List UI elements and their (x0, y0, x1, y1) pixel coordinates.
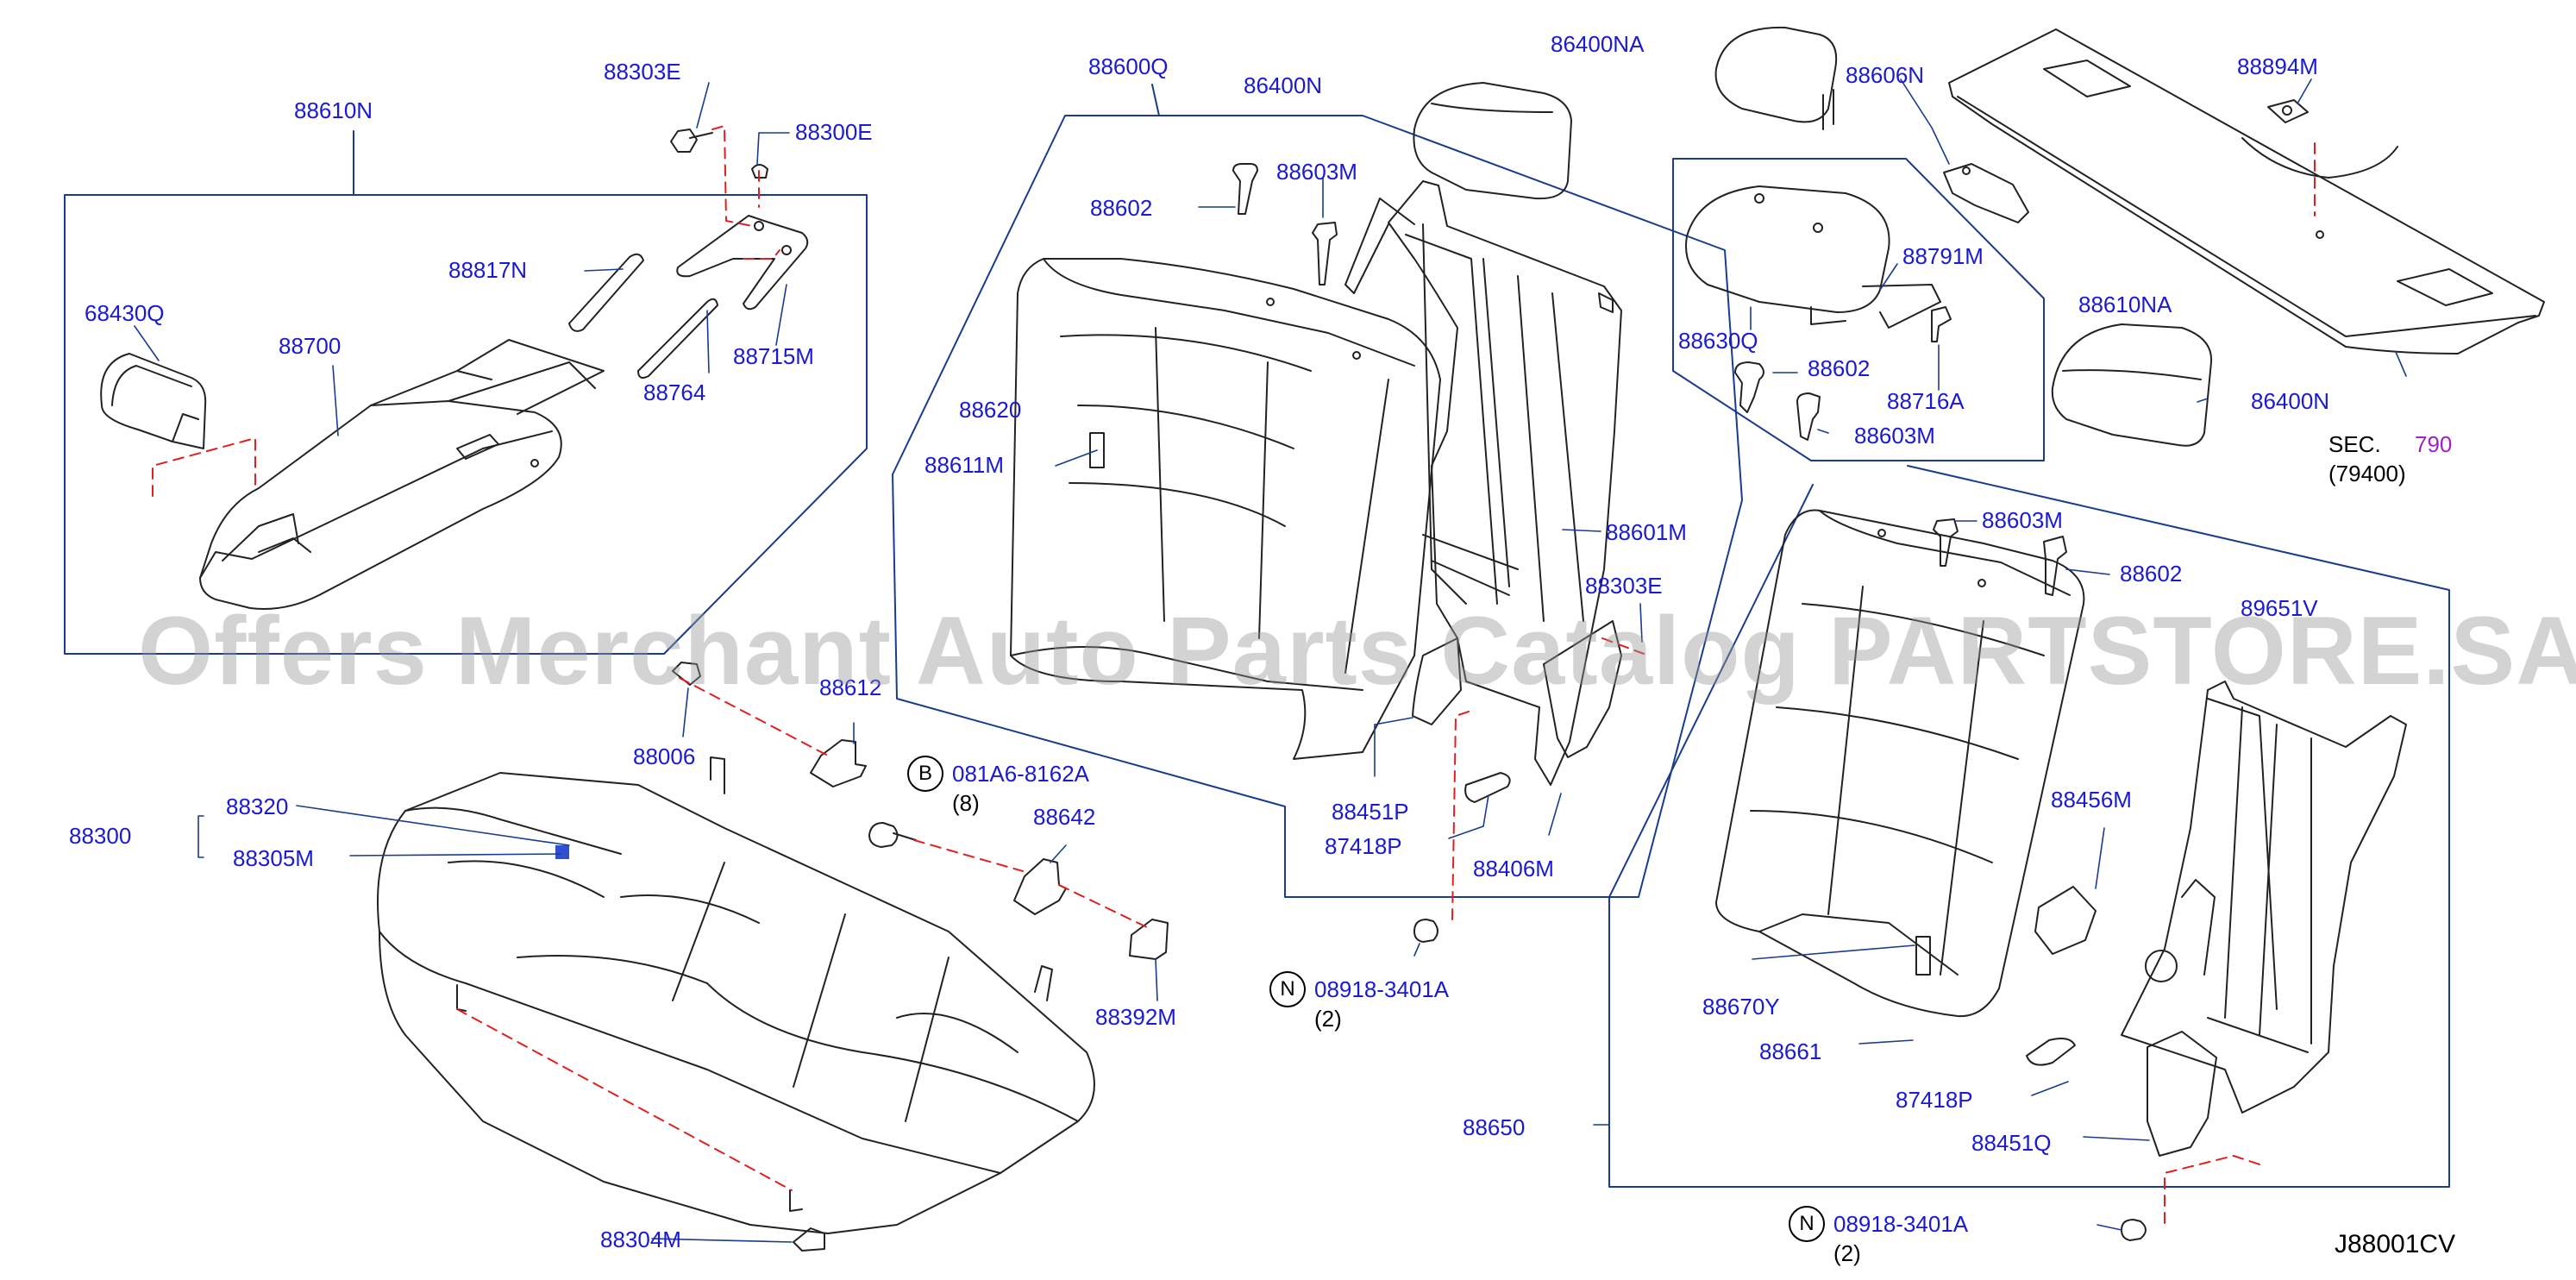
label-87418P-b: 87418P (1896, 1087, 1973, 1113)
label-08918-3401A-b: 08918-3401A (1833, 1211, 1969, 1237)
label-88700: 88700 (279, 333, 342, 359)
bolt-b-marker: B (907, 756, 943, 792)
label-sec-sub: (79400) (2328, 461, 2406, 486)
label-88670Y: 88670Y (1702, 994, 1780, 1020)
armrest-group-frame (64, 130, 868, 655)
label-88817N: 88817N (448, 257, 528, 283)
label-88320: 88320 (226, 794, 289, 819)
diagram-code: J88001CV (2335, 1230, 2456, 1258)
nut-n-marker-a: N (1269, 971, 1306, 1007)
label-88303E-top: 88303E (604, 59, 681, 85)
label-68430Q: 68430Q (85, 300, 165, 326)
label-88630Q: 88630Q (1678, 328, 1758, 354)
label-88603M-b: 88603M (1854, 423, 1935, 449)
label-081A6-8162A: 081A6-8162A (952, 761, 1090, 787)
label-sec: SEC. (2328, 431, 2381, 457)
label-88006: 88006 (633, 744, 696, 769)
label-88642: 88642 (1033, 804, 1096, 830)
armrest-body-part (199, 339, 605, 610)
label-87418P-a: 87418P (1325, 833, 1402, 859)
label-88600Q: 88600Q (1088, 53, 1169, 79)
label-88456M: 88456M (2051, 787, 2132, 813)
seat-back-lower-parts (1412, 620, 1622, 943)
headrest-86400N-right (2051, 323, 2213, 447)
label-n-qty-a: (2) (1314, 1006, 1342, 1032)
center-headrest-guide (1943, 163, 2029, 223)
label-88716A: 88716A (1887, 388, 1965, 414)
label-88602-b: 88602 (1808, 355, 1871, 381)
parcel-shelf-leaders (2297, 78, 2407, 377)
label-88305M: 88305M (233, 845, 314, 871)
label-88602-a: 88602 (1090, 195, 1153, 221)
seat-back-group-frame (892, 84, 1743, 898)
label-86400NA: 86400NA (1551, 31, 1645, 57)
center-headrest-part (1685, 185, 1941, 329)
seat-cushion-part (377, 756, 1095, 1234)
center-headrest-leaders (1750, 78, 2209, 434)
parcel-shelf-part (1948, 28, 2545, 355)
right-back-dashed-links (2164, 1155, 2260, 1224)
headrest-86400NA (1714, 26, 1838, 130)
label-88764: 88764 (643, 380, 706, 405)
label-89651V: 89651V (2241, 595, 2318, 621)
right-back-clips (1933, 518, 2067, 596)
seat-cushion-hooks (793, 739, 1169, 1252)
label-88610N: 88610N (294, 97, 373, 123)
label-88392M: 88392M (1095, 1004, 1176, 1030)
label-88451P: 88451P (1332, 799, 1409, 825)
label-88650: 88650 (1463, 1114, 1526, 1140)
label-86400N-top: 86400N (1244, 72, 1323, 98)
label-88300: 88300 (69, 823, 132, 849)
label-88406M: 88406M (1473, 856, 1554, 882)
label-88601M: 88601M (1606, 519, 1687, 545)
right-back-lower-parts (2026, 886, 2217, 1241)
armrest-leaders (134, 82, 790, 436)
label-88791M: 88791M (1902, 243, 1984, 269)
label-88661: 88661 (1759, 1038, 1822, 1064)
armrest-screws (670, 129, 768, 179)
seat-back-frame-part (1344, 180, 1622, 786)
right-back-cushion-part (1715, 509, 2085, 1018)
label-88451Q: 88451Q (1971, 1130, 2052, 1156)
label-88715M: 88715M (733, 343, 814, 369)
label-88602-c: 88602 (2120, 561, 2183, 587)
label-88610NA: 88610NA (2078, 292, 2172, 317)
label-88603M-c: 88603M (1982, 507, 2063, 533)
label-sec-number: 790 (2415, 431, 2453, 457)
right-back-group-frame (1608, 465, 2450, 1188)
seat-back-leaders (1055, 177, 1643, 957)
center-headrest-clips (1734, 306, 1952, 441)
label-08918-3401A-a: 08918-3401A (1314, 976, 1450, 1002)
headrest-86400N-top (1413, 82, 1572, 200)
seat-back-cushion-part (1010, 258, 1441, 760)
label-88611M: 88611M (924, 452, 1005, 478)
armrest-cup-holder-part (100, 353, 207, 449)
label-88606N: 88606N (1846, 62, 1925, 88)
label-n-qty-b: (2) (1833, 1240, 1861, 1266)
seat-cushion-dashed-links (456, 677, 1150, 1191)
seat-back-dashed-links (1451, 637, 1645, 920)
right-back-frame-part (2121, 681, 2407, 1114)
label-88303E-mid: 88303E (1585, 573, 1663, 599)
armrest-bracket-parts (568, 215, 809, 379)
label-88300E: 88300E (795, 119, 873, 145)
label-88304M: 88304M (600, 1227, 681, 1252)
label-88894M: 88894M (2237, 53, 2318, 79)
watermark: Offers Merchant Auto Parts Catalog PARTS… (138, 597, 2576, 705)
label-88612: 88612 (819, 675, 882, 700)
label-88620: 88620 (959, 397, 1022, 423)
right-back-leaders (1593, 520, 2150, 1231)
label-86400N-right: 86400N (2251, 388, 2330, 414)
label-88603M-a: 88603M (1276, 159, 1357, 185)
nut-n-marker-b: N (1789, 1206, 1825, 1242)
parcel-shelf-bracket (2267, 99, 2309, 123)
seat-cushion-leaders (197, 687, 1158, 1243)
label-b-qty: (8) (952, 790, 980, 816)
seat-back-clips (1232, 163, 1338, 285)
center-headrest-group-frame (1672, 158, 2045, 461)
armrest-dashed-links (152, 125, 780, 497)
